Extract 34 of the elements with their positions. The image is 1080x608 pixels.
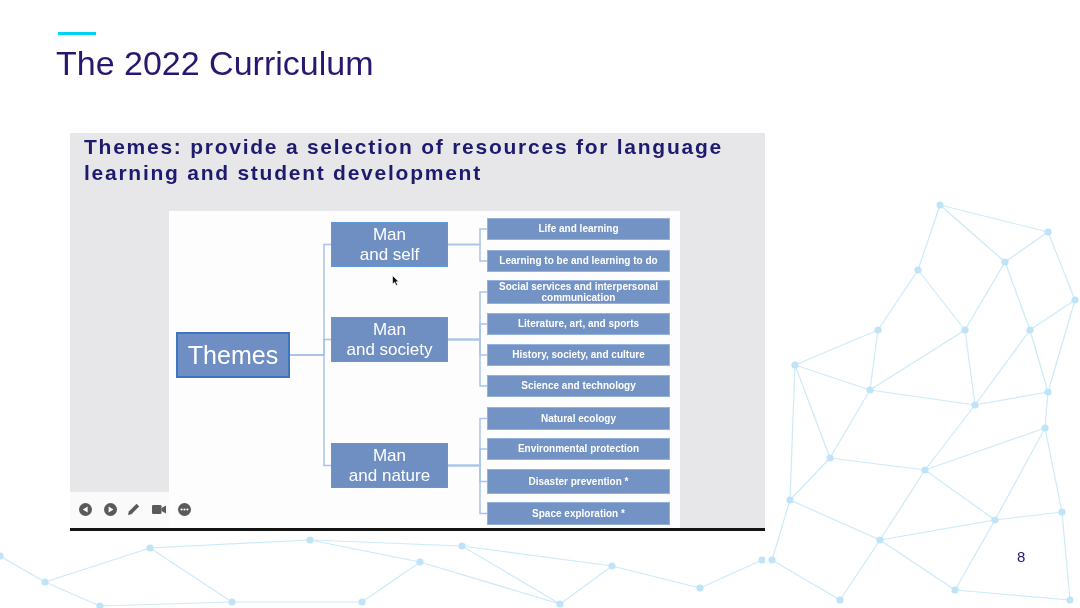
connector-line: [447, 338, 488, 387]
category-text: Man and nature: [348, 445, 431, 486]
topic-text: Themes: [187, 341, 279, 369]
subtopic-box: [487, 375, 670, 397]
category-box: [331, 317, 448, 362]
subtopic-text: Social services and interpersonal communication: [498, 280, 659, 304]
connector-line: [447, 464, 488, 515]
page-number: 8: [1017, 548, 1026, 565]
slide-title: The 2022 Curriculum: [56, 43, 374, 83]
subtopic-text: Literature, art, and sports: [517, 318, 640, 330]
category-text: Man and society: [346, 319, 433, 360]
subtopic-box: [487, 469, 670, 494]
subtopic-box: [487, 313, 670, 335]
subtopic-box: [487, 407, 670, 430]
subtopic-box: [487, 438, 670, 460]
subtopic-box: [487, 502, 670, 525]
subtopic-text: Learning to be and learning to do: [499, 255, 658, 267]
subtopic-text: Science and technology: [521, 380, 636, 392]
subtopic-text: Space exploration *: [532, 507, 625, 520]
connector-line: [289, 354, 332, 467]
connector-line: [447, 243, 488, 262]
subtopic-text: Life and learning: [538, 223, 619, 235]
subtopic-text: Natural ecology: [541, 412, 616, 425]
subtopic-box: [487, 344, 670, 366]
category-text: Man and self: [359, 224, 420, 265]
topic-box: [176, 332, 290, 378]
subtopic-text: Disaster prevention *: [528, 475, 629, 488]
category-box: [331, 443, 448, 488]
category-box: [331, 222, 448, 267]
subtopic-box: [487, 250, 670, 272]
subtopic-text: Environmental protection: [517, 443, 640, 455]
subtopic-box: [487, 218, 670, 240]
panel-heading: Themes: provide a selection of resources for language learning and student development: [84, 134, 724, 186]
subtopic-text: History, society, and culture: [512, 349, 645, 361]
